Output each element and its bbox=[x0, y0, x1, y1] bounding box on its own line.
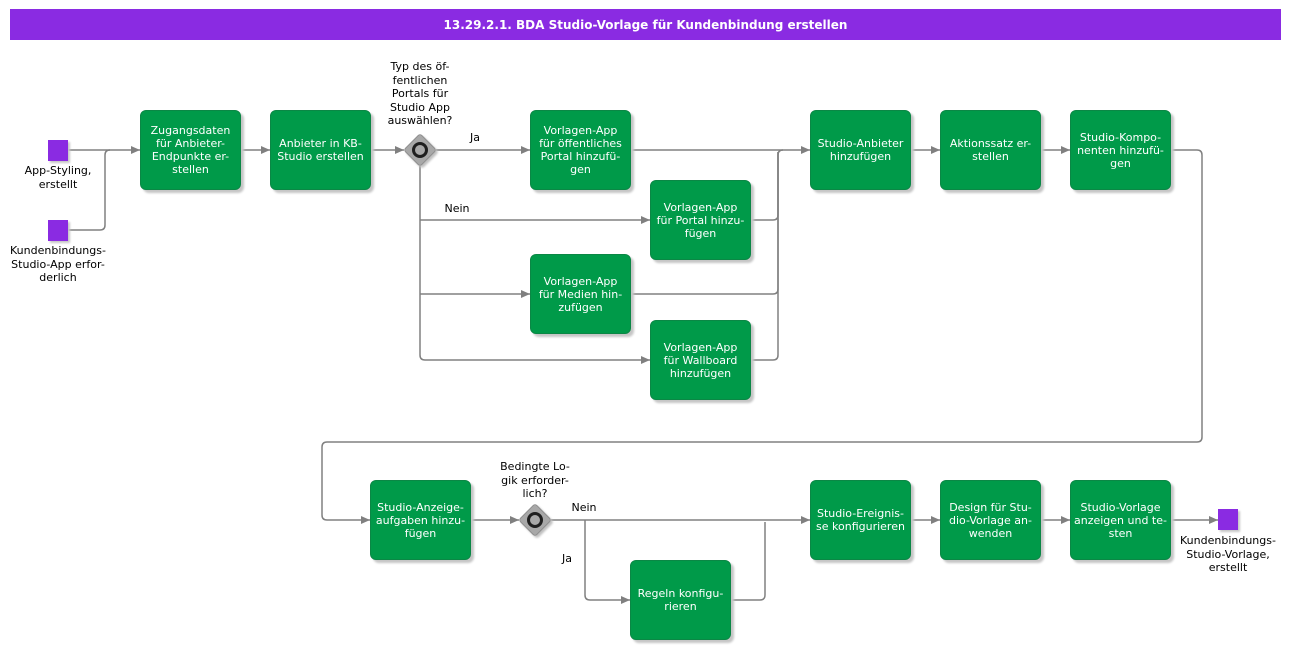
connectors bbox=[68, 146, 1218, 604]
connector bbox=[419, 166, 650, 364]
task-zugangsdaten-erstellen: Zugangsdaten für Anbieter- Endpunkte er-… bbox=[140, 110, 241, 190]
task-label: Studio-Vorlage anzeigen und te- sten bbox=[1073, 500, 1167, 540]
edge-label-ja-top: Ja bbox=[470, 131, 480, 144]
label-kb-studio-app: Kundenbindungs- Studio-App erfor- derlic… bbox=[10, 244, 106, 284]
gateway-portal-type-icon bbox=[404, 134, 436, 166]
gateway-conditional-logic-question: Bedingte Lo- gik erforder- lich? bbox=[500, 460, 570, 500]
connector bbox=[750, 152, 779, 221]
task-label: Design für Stu- dio-Vorlage an- wenden bbox=[949, 500, 1032, 540]
edge-label-nein-bottom: Nein bbox=[571, 501, 597, 514]
task-label: Aktionssatz er- stellen bbox=[949, 137, 1032, 163]
connector bbox=[68, 149, 111, 231]
task-studio-anzeigeaufgaben: Studio-Anzeige- aufgaben hinzu- fügen bbox=[370, 480, 471, 560]
task-regeln-konfigurieren: Regeln konfigu- rieren bbox=[630, 560, 731, 640]
diagram-title: 13.29.2.1. BDA Studio-Vorlage für Kunden… bbox=[10, 9, 1281, 40]
connector bbox=[750, 149, 784, 361]
end-event-kb-studio-vorlage bbox=[1218, 509, 1238, 530]
task-label: Vorlagen-App für Wallboard hinzufügen bbox=[663, 340, 738, 380]
task-studio-anbieter: Studio-Anbieter hinzufügen bbox=[810, 110, 911, 190]
task-label: Studio-Anzeige- aufgaben hinzu- fügen bbox=[375, 500, 466, 540]
task-design-studio-vorlage: Design für Stu- dio-Vorlage an- wenden bbox=[940, 480, 1041, 560]
task-studio-komponenten: Studio-Kompo- nenten hinzufü- gen bbox=[1070, 110, 1171, 190]
connector bbox=[730, 522, 766, 601]
task-label: Regeln konfigu- rieren bbox=[637, 587, 724, 613]
task-vorlagen-app-wallboard: Vorlagen-App für Wallboard hinzufügen bbox=[650, 320, 751, 400]
edge-label-ja-bottom: Ja bbox=[562, 552, 572, 565]
task-label: Studio-Ereignis- se konfigurieren bbox=[816, 507, 905, 533]
label-app-styling: App-Styling, erstellt bbox=[24, 164, 92, 191]
task-studio-ereignisse: Studio-Ereignis- se konfigurieren bbox=[810, 480, 911, 560]
task-label: Anbieter in KB- Studio erstellen bbox=[277, 137, 364, 163]
task-label: Zugangsdaten für Anbieter- Endpunkte er-… bbox=[150, 124, 231, 176]
task-label: Studio-Kompo- nenten hinzufü- gen bbox=[1077, 130, 1164, 170]
start-event-kb-studio-app bbox=[48, 220, 68, 241]
task-label: Studio-Anbieter hinzufügen bbox=[817, 137, 904, 163]
label-kb-studio-vorlage: Kundenbindungs- Studio-Vorlage, erstellt bbox=[1180, 534, 1276, 574]
task-aktionssatz: Aktionssatz er- stellen bbox=[940, 110, 1041, 190]
task-label: Vorlagen-App für Medien hin- zufügen bbox=[538, 274, 623, 314]
task-studio-vorlage-testen: Studio-Vorlage anzeigen und te- sten bbox=[1070, 480, 1171, 560]
start-event-app-styling bbox=[48, 140, 68, 161]
connector bbox=[321, 149, 1203, 524]
edge-label-nein-top: Nein bbox=[444, 202, 470, 215]
task-label: Vorlagen-App für öffentliches Portal hin… bbox=[539, 124, 622, 176]
task-label: Vorlagen-App für Portal hinzu- fügen bbox=[656, 200, 745, 240]
gateway-conditional-logic-icon bbox=[519, 504, 551, 536]
task-vorlagen-app-medien: Vorlagen-App für Medien hin- zufügen bbox=[530, 254, 631, 334]
task-vorlagen-app-portal: Vorlagen-App für Portal hinzu- fügen bbox=[650, 180, 751, 260]
connector bbox=[584, 520, 630, 604]
task-anbieter-kb-studio: Anbieter in KB- Studio erstellen bbox=[270, 110, 371, 190]
gateway-portal-type-question: Typ des öf- fentlichen Portals für Studi… bbox=[387, 60, 453, 127]
task-vorlagen-app-oeffentliches-portal: Vorlagen-App für öffentliches Portal hin… bbox=[530, 110, 631, 190]
